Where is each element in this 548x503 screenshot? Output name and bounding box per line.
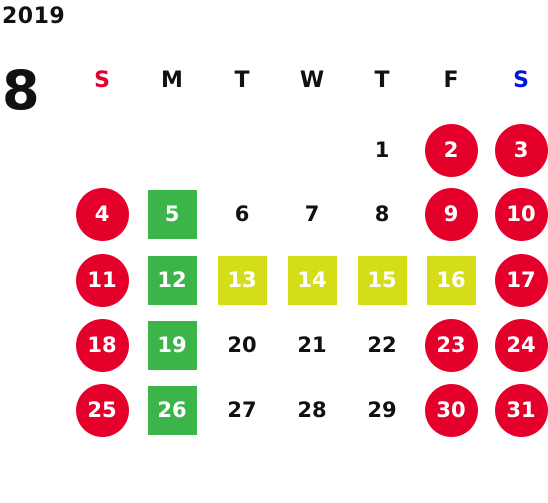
- day-cell-16[interactable]: 16: [426, 255, 476, 305]
- year-label: 2019: [2, 4, 66, 29]
- day-cell-9[interactable]: 9: [424, 187, 478, 241]
- weekday-header-thu: T: [374, 68, 390, 93]
- day-cell-2[interactable]: 2: [424, 123, 478, 177]
- day-cell-19[interactable]: 19: [147, 320, 197, 370]
- day-cell-24[interactable]: 24: [494, 318, 548, 372]
- day-cell-22[interactable]: 22: [367, 333, 397, 357]
- day-cell-5[interactable]: 5: [147, 189, 197, 239]
- month-number: 8: [2, 59, 40, 122]
- day-cell-29[interactable]: 29: [367, 398, 397, 422]
- day-cell-23[interactable]: 23: [424, 318, 478, 372]
- weekday-header-mon: M: [161, 68, 183, 93]
- day-cell-17[interactable]: 17: [494, 253, 548, 307]
- day-cell-13[interactable]: 13: [217, 255, 267, 305]
- day-cell-27[interactable]: 27: [227, 398, 257, 422]
- day-cell-15[interactable]: 15: [357, 255, 407, 305]
- day-cell-1[interactable]: 1: [374, 138, 390, 162]
- day-cell-25[interactable]: 25: [75, 383, 129, 437]
- day-cell-8[interactable]: 8: [374, 202, 390, 226]
- day-cell-7[interactable]: 7: [304, 202, 320, 226]
- day-cell-14[interactable]: 14: [287, 255, 337, 305]
- day-cell-4[interactable]: 4: [75, 187, 129, 241]
- weekday-header-sun: S: [94, 68, 110, 93]
- day-cell-28[interactable]: 28: [297, 398, 327, 422]
- day-cell-18[interactable]: 18: [75, 318, 129, 372]
- day-cell-12[interactable]: 12: [147, 255, 197, 305]
- weekday-header-tue: T: [234, 68, 250, 93]
- day-cell-31[interactable]: 31: [494, 383, 548, 437]
- day-cell-6[interactable]: 6: [234, 202, 250, 226]
- day-cell-10[interactable]: 10: [494, 187, 548, 241]
- day-cell-21[interactable]: 21: [297, 333, 327, 357]
- weekday-header-fri: F: [443, 68, 459, 93]
- day-cell-30[interactable]: 30: [424, 383, 478, 437]
- day-cell-26[interactable]: 26: [147, 385, 197, 435]
- day-cell-3[interactable]: 3: [494, 123, 548, 177]
- day-cell-11[interactable]: 11: [75, 253, 129, 307]
- weekday-header-wed: W: [299, 68, 325, 93]
- day-cell-20[interactable]: 20: [227, 333, 257, 357]
- weekday-header-sat: S: [513, 68, 529, 93]
